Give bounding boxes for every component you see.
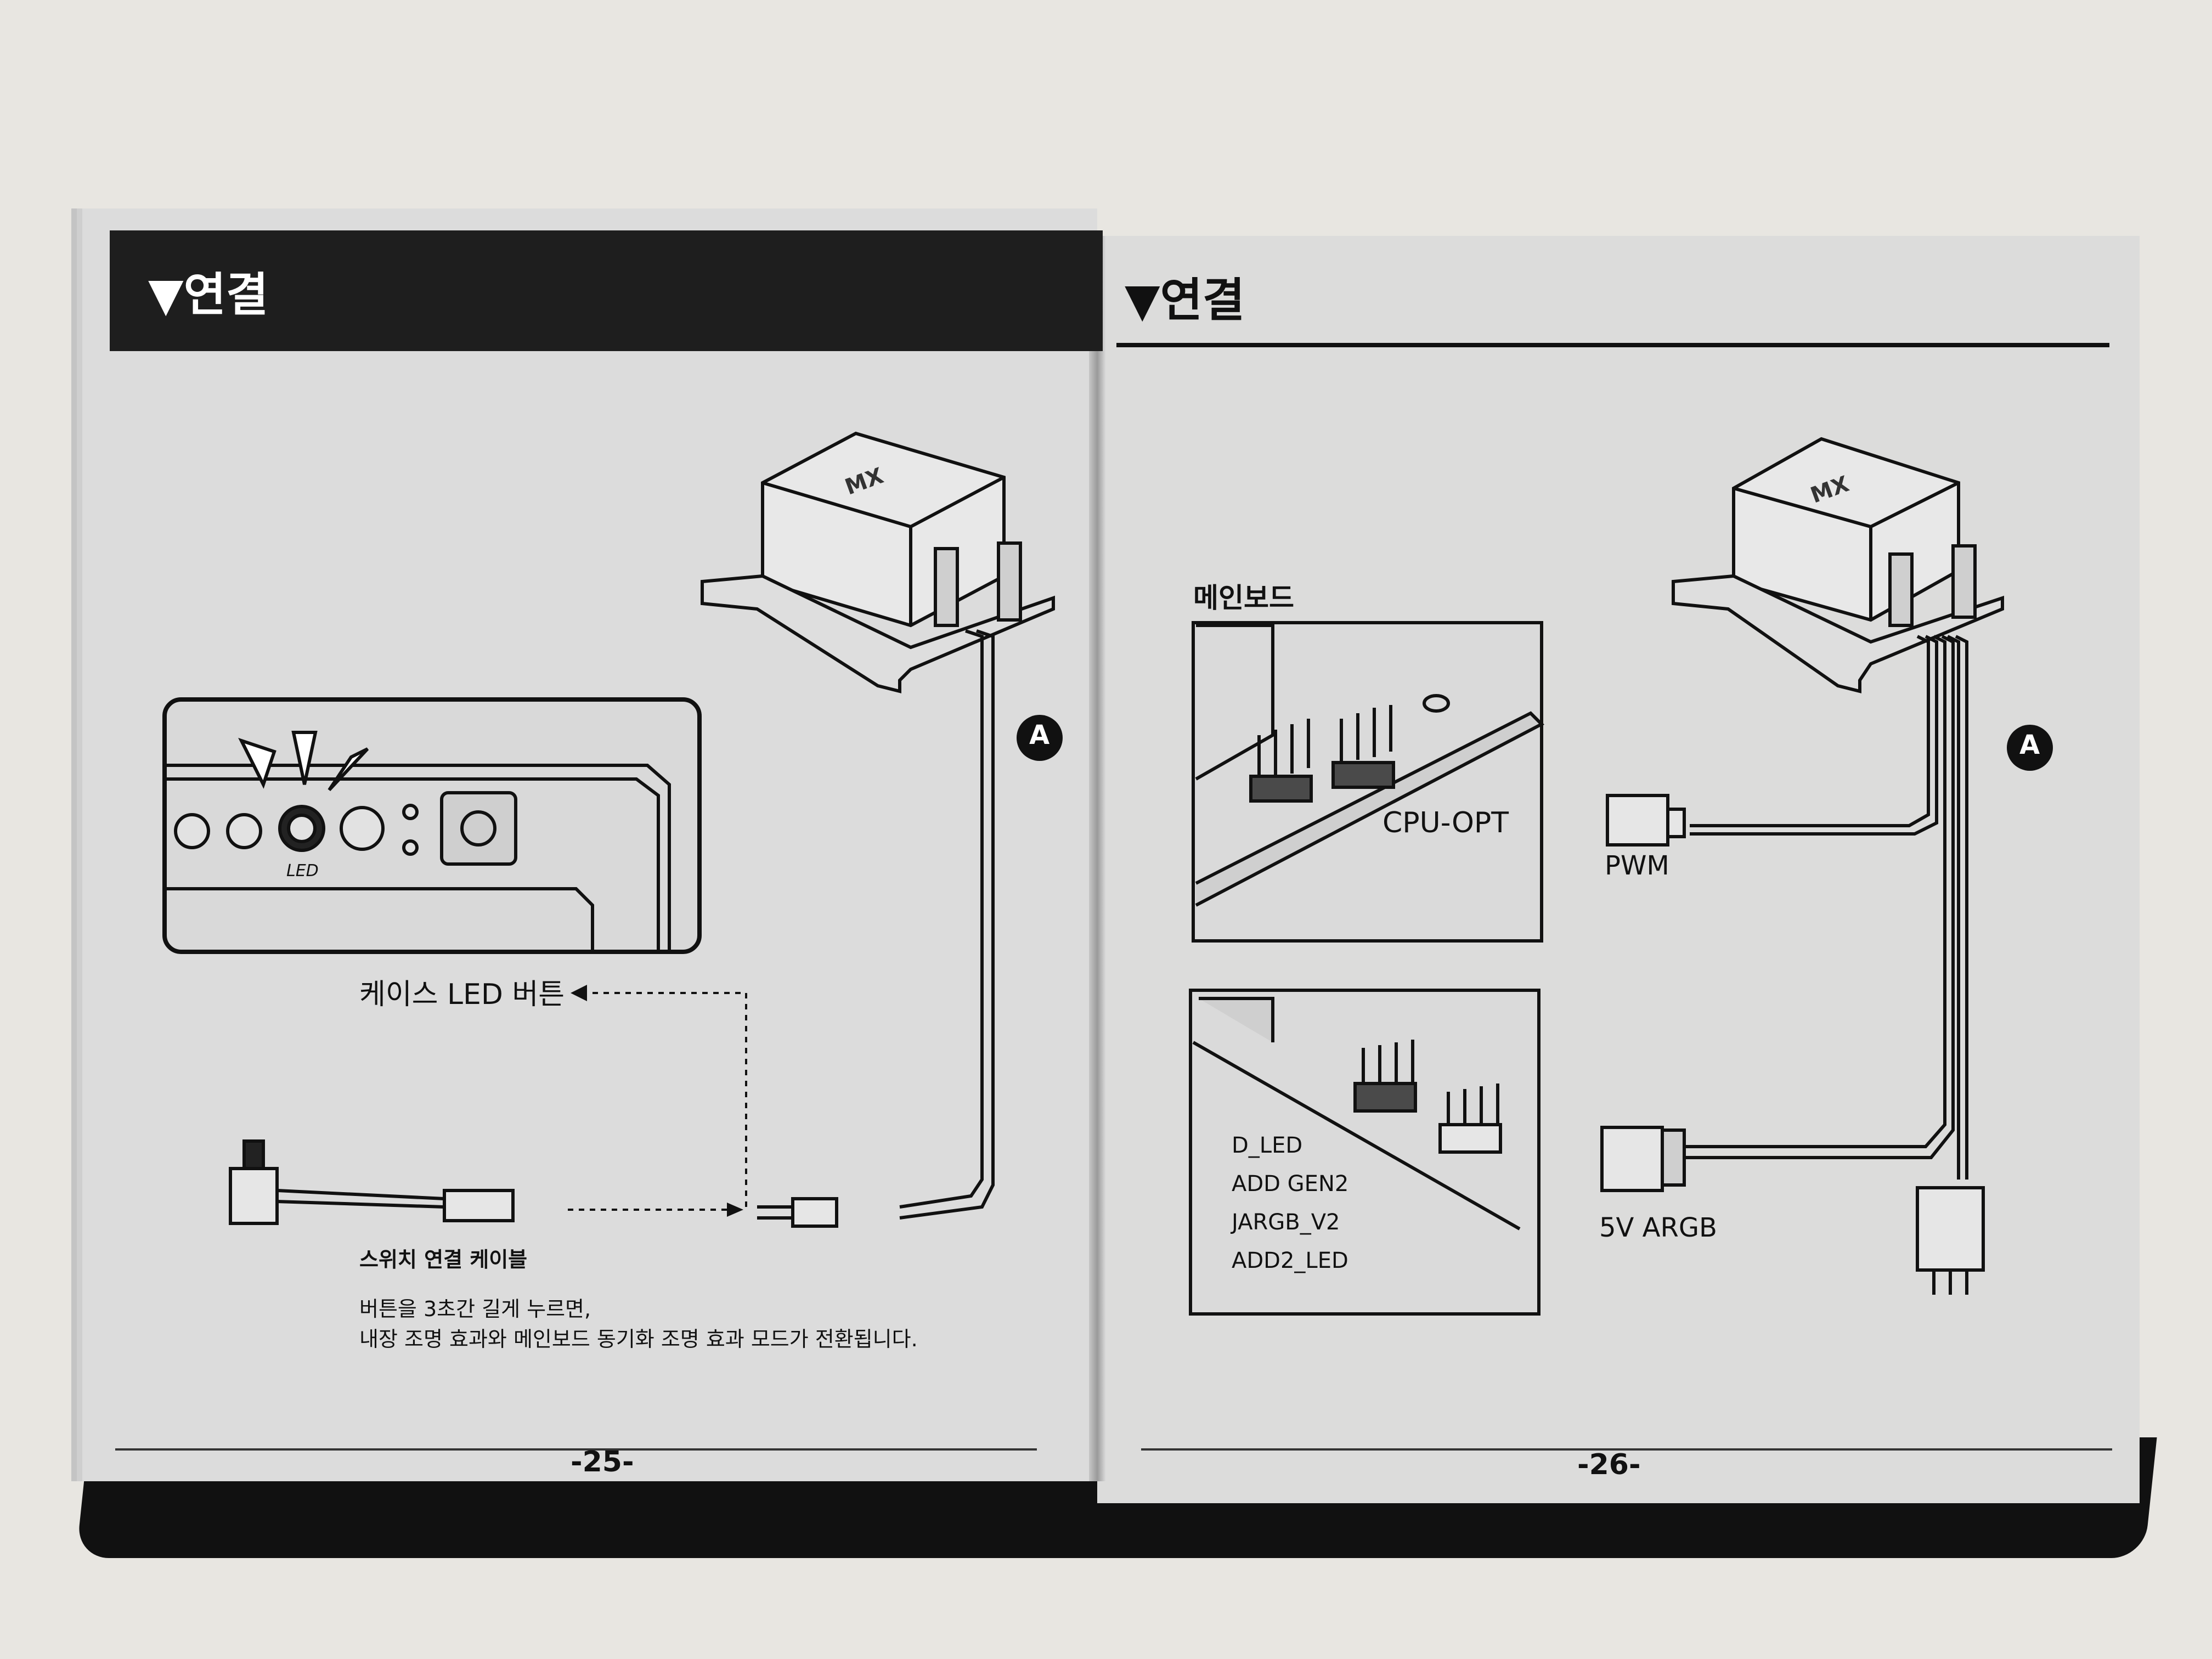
- led-button-label: LED: [286, 861, 319, 881]
- left-page-title: ▼연결: [148, 268, 269, 321]
- instruction-line-2: 내장 조명 효과와 메인보드 동기화 조명 효과 모드가 전환됩니다.: [359, 1327, 918, 1351]
- pwm-label: PWM: [1605, 850, 1669, 881]
- mainboard-label: 메인보드: [1193, 582, 1294, 614]
- callout-a-right: A: [2019, 730, 2040, 760]
- header-name-3: ADD2_LED: [1232, 1248, 1348, 1273]
- argb-label: 5V ARGB: [1599, 1212, 1717, 1243]
- header-name-1: ADD GEN2: [1232, 1171, 1349, 1197]
- cpu-opt-label: CPU-OPT: [1383, 806, 1509, 839]
- callout-a-left: A: [1029, 720, 1050, 751]
- right-header-rule: [1116, 343, 2109, 347]
- instruction-line-1: 버튼을 3초간 길게 누르면,: [359, 1297, 591, 1321]
- right-page-number: -26-: [1577, 1448, 1641, 1481]
- left-header-band: [110, 230, 1103, 351]
- right-footer-rule: [1141, 1448, 2112, 1451]
- left-footer-rule: [115, 1448, 1037, 1451]
- switch-cable-label: 스위치 연결 케이블: [359, 1248, 528, 1272]
- right-page-title: ▼연결: [1125, 273, 1245, 327]
- book-spine: [1089, 236, 1105, 1481]
- case-led-button-label: 케이스 LED 버튼: [359, 978, 565, 1011]
- left-page-number: -25-: [571, 1446, 634, 1479]
- header-name-0: D_LED: [1232, 1133, 1303, 1158]
- header-name-2: JARGB_V2: [1232, 1210, 1340, 1235]
